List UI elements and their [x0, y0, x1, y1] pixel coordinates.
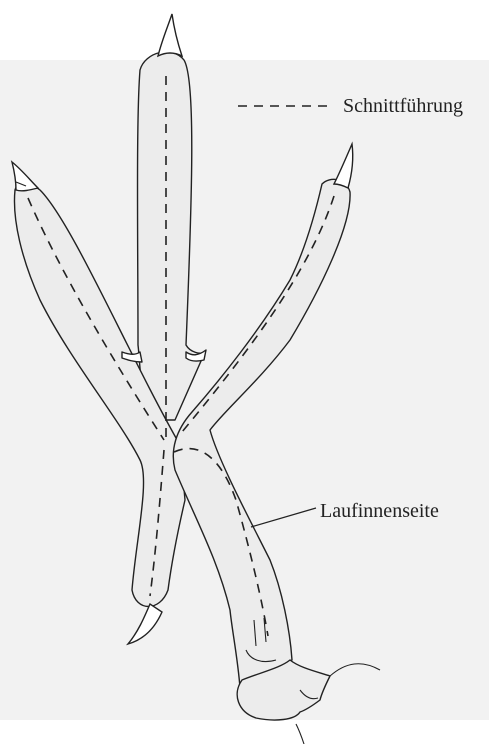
- legend-label: Schnittführung: [343, 95, 463, 117]
- inner-run-label: Laufinnenseite: [320, 500, 439, 522]
- middle-claw: [158, 14, 182, 56]
- leg-continuation: [296, 724, 304, 744]
